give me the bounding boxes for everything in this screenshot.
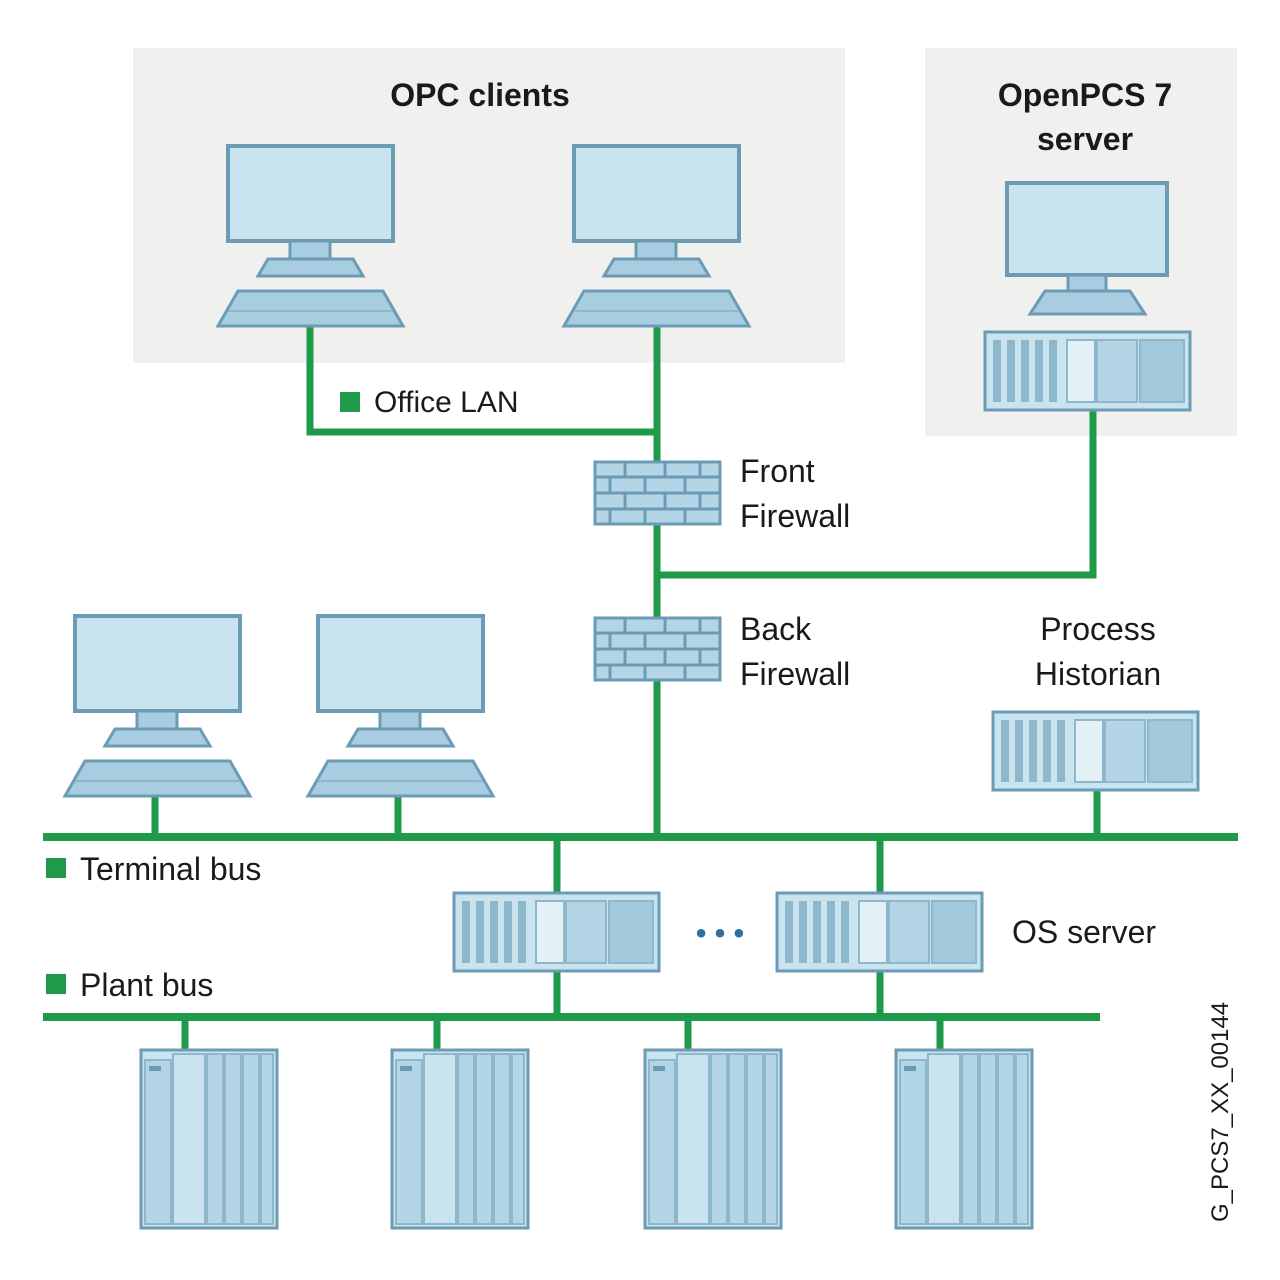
office-lan-label: Office LAN: [374, 386, 519, 419]
openpcs-server-unit: [983, 330, 1192, 412]
process-historian-label-line2: Historian: [1035, 656, 1161, 692]
office-lan-marker-icon: [340, 392, 360, 412]
opc-clients-label: OPC clients: [390, 77, 570, 113]
openpcs-server-monitor: [1005, 181, 1169, 316]
terminal-bus-label: Terminal bus: [80, 851, 261, 887]
front-firewall-icon: [593, 460, 722, 526]
front-firewall-label-line1: Front: [740, 453, 815, 489]
back-firewall-label-line2: Firewall: [740, 656, 850, 692]
back-firewall-label-line1: Back: [740, 611, 812, 647]
terminal-bus-marker-icon: [46, 858, 66, 878]
figure-id-label: G_PCS7_XX_00144: [1207, 1002, 1234, 1222]
opc-client-pc-1: [216, 144, 405, 328]
os-server-ellipsis: • • •: [696, 917, 744, 950]
plc-rack-3: [643, 1048, 783, 1230]
plc-rack-4: [894, 1048, 1034, 1230]
os-server-2: [775, 891, 984, 973]
back-firewall-icon: [593, 616, 722, 682]
plant-bus-marker-icon: [46, 974, 66, 994]
os-server-label: OS server: [1012, 914, 1156, 950]
plant-bus-label: Plant bus: [80, 967, 213, 1003]
os-server-1: [452, 891, 661, 973]
plc-rack-2: [390, 1048, 530, 1230]
plc-rack-1: [139, 1048, 279, 1230]
terminal-client-pc-1: [63, 614, 252, 798]
terminal-client-pc-2: [306, 614, 495, 798]
openpcs-server-label-line2: server: [1037, 121, 1133, 157]
process-historian-label-line1: Process: [1040, 611, 1156, 647]
front-firewall-label-line2: Firewall: [740, 498, 850, 534]
process-historian-server: [991, 710, 1200, 792]
opc-client-pc-2: [562, 144, 751, 328]
openpcs-server-label-line1: OpenPCS 7: [998, 77, 1172, 113]
